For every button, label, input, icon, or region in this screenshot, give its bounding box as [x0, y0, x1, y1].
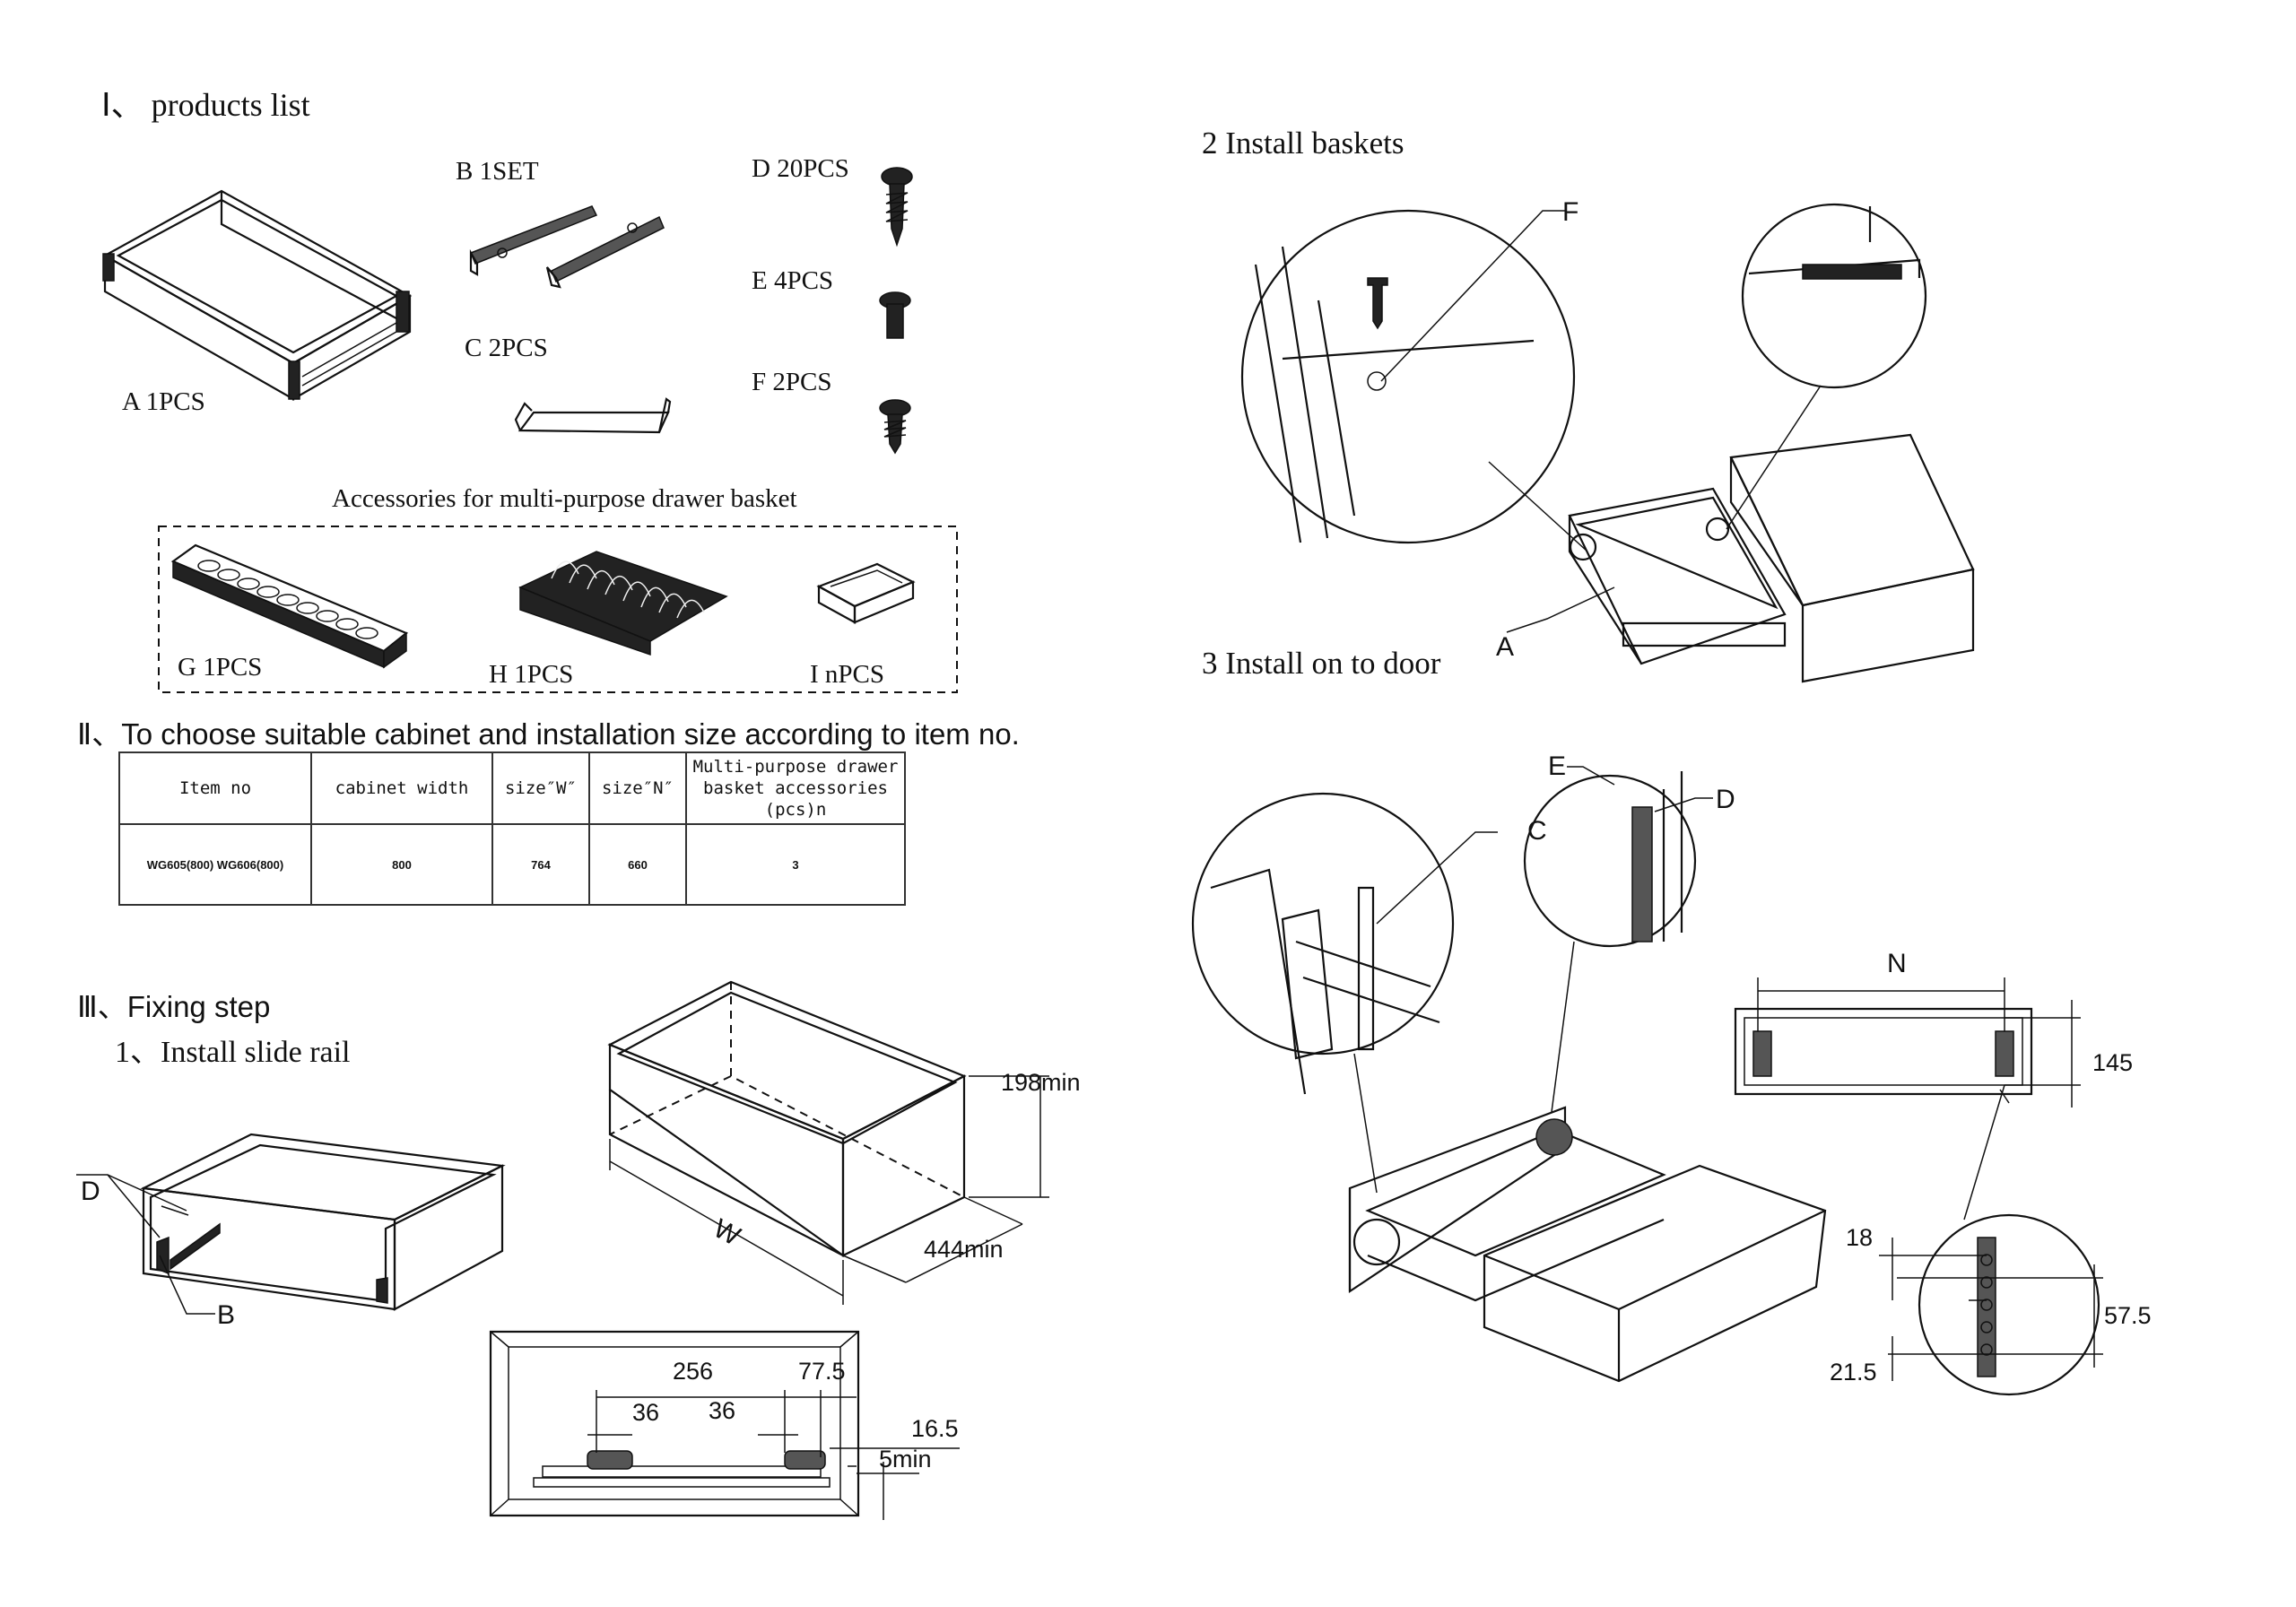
basket-a-drawing	[100, 184, 423, 408]
dim-21-5: 21.5	[1830, 1359, 1877, 1385]
dim-444min: 444min	[924, 1236, 1004, 1263]
cabinet-slide-rail-drawing	[72, 1125, 520, 1359]
item-c-label: C 2PCS	[465, 334, 548, 362]
section2-heading: Ⅱ、To choose suitable cabinet and install…	[77, 717, 1020, 751]
bracket-c-drawing	[516, 395, 673, 439]
screw-e-drawing	[877, 291, 913, 341]
item-a-label: A 1PCS	[122, 387, 205, 416]
item-f-label: F 2PCS	[752, 368, 832, 396]
item-h-label: H 1PCS	[489, 660, 574, 689]
item-g-label: G 1PCS	[178, 653, 263, 682]
table-cell: 800	[310, 823, 493, 906]
callout-b-step1: B	[217, 1300, 236, 1330]
install-basket-drawing	[1211, 193, 1982, 695]
rail-section-detail-drawing	[489, 1327, 865, 1520]
plate-rack-h-drawing	[516, 543, 731, 659]
install-door-drawing	[1197, 753, 2148, 1417]
screw-f-drawing	[877, 399, 913, 455]
section1-heading: Ⅰ、 products list	[101, 87, 310, 123]
table-cell: 764	[491, 823, 590, 906]
item-i-label: I nPCS	[810, 660, 885, 689]
callout-f: F	[1562, 197, 1579, 227]
table-cell: 660	[588, 823, 687, 906]
tray-i-drawing	[814, 560, 918, 624]
table-cell: WG605(800) WG606(800)	[118, 823, 312, 906]
callout-e: E	[1548, 751, 1567, 781]
callout-c: C	[1527, 816, 1547, 846]
table-header-cell: Multi-purpose drawer basket accessories …	[685, 751, 906, 825]
section3-heading: Ⅲ、Fixing step	[77, 990, 271, 1023]
table-cell: 3	[685, 823, 906, 906]
dim-77-5: 77.5	[798, 1358, 846, 1385]
accessories-dashed-box	[157, 525, 960, 695]
size-table: Item no cabinet width size″W″ size″N″ Mu…	[118, 751, 906, 906]
callout-d-step1: D	[81, 1177, 100, 1206]
dim-36-left: 36	[632, 1399, 660, 1426]
slide-rail-b-drawing	[466, 199, 673, 289]
knife-rack-g-drawing	[169, 534, 411, 673]
cabinet-dimension-drawing	[601, 973, 1085, 1314]
callout-a: A	[1496, 632, 1515, 662]
item-b-label: B 1SET	[456, 157, 539, 186]
item-e-label: E 4PCS	[752, 266, 834, 295]
item-d-label: D 20PCS	[752, 154, 849, 183]
callout-d-step3: D	[1716, 785, 1735, 814]
dim-5min: 5min	[879, 1446, 932, 1472]
dim-57-5: 57.5	[2104, 1302, 2152, 1329]
callout-n: N	[1887, 949, 1907, 978]
dim-16-5: 16.5	[911, 1415, 959, 1442]
table-header-row: Item no cabinet width size″W″ size″N″ Mu…	[118, 751, 906, 825]
table-row: WG605(800) WG606(800) 800 764 660 3	[118, 823, 906, 906]
dim-256: 256	[673, 1358, 714, 1385]
table-header-cell: size″W″	[491, 751, 590, 825]
step2-heading: 2 Install baskets	[1202, 126, 1405, 161]
step3-heading: 3 Install on to door	[1202, 646, 1441, 681]
dim-198min: 198min	[1001, 1069, 1081, 1096]
table-header-cell: cabinet width	[310, 751, 493, 825]
dim-36-right: 36	[709, 1397, 736, 1424]
accessories-title: Accessories for multi-purpose drawer bas…	[332, 484, 797, 513]
dim-18: 18	[1846, 1224, 1874, 1251]
table-header-cell: size″N″	[588, 751, 687, 825]
step1-heading: 1、Install slide rail	[115, 1036, 351, 1069]
screw-d-drawing	[879, 166, 915, 247]
table-header-cell: Item no	[118, 751, 312, 825]
dim-145: 145	[2092, 1049, 2134, 1076]
